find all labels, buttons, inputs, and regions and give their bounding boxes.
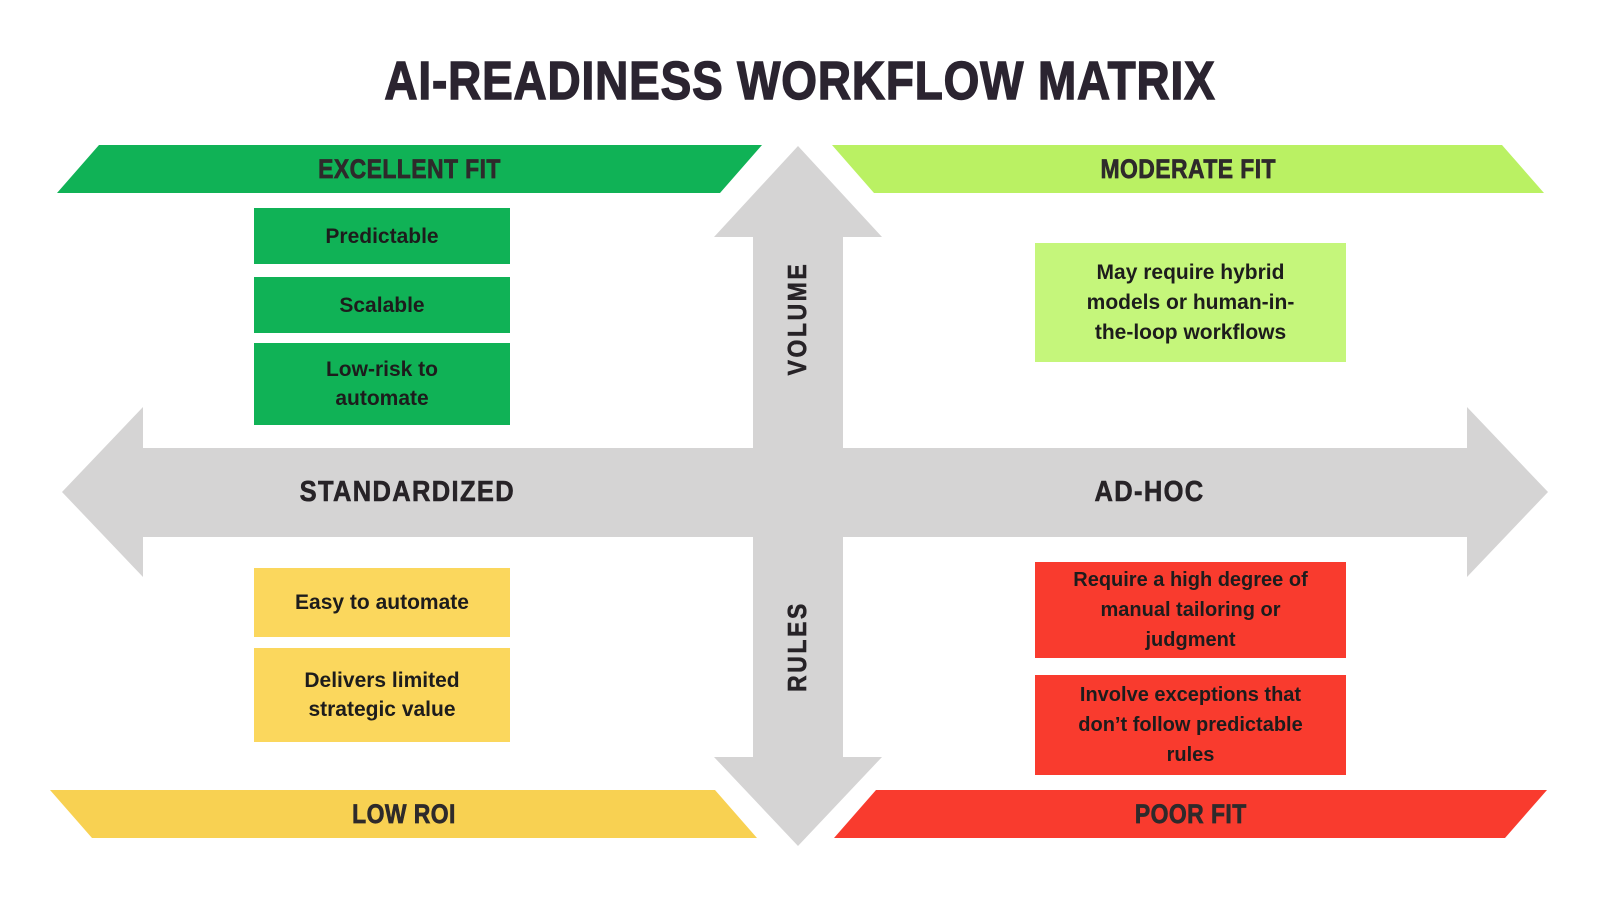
item-box-scalable-text: Scalable xyxy=(339,293,425,317)
item-box-limited-value-text: Delivers limited strategic value xyxy=(304,669,460,721)
item-box-low-risk-text: Low-risk to automate xyxy=(325,358,438,410)
axis-label-rules-text: RULES xyxy=(782,600,813,692)
axis-label-volume: VOLUME xyxy=(718,238,878,398)
item-box-predictable-text: Predictable xyxy=(325,224,439,248)
vertical-axis-arrow-icon xyxy=(714,146,882,846)
banner-excellent-fit: EXCELLENT FIT xyxy=(57,145,762,193)
item-box-scalable: Scalable xyxy=(254,277,510,333)
item-box-manual-tailoring: Require a high degree of manual tailorin… xyxy=(1035,562,1346,658)
item-box-easy-to-automate-text: Easy to automate xyxy=(295,591,469,614)
axis-label-rules: RULES xyxy=(718,566,878,726)
page-title-text: AI-READINESS WORKFLOW MATRIX xyxy=(384,50,1216,111)
item-box-exceptions: Involve exceptions that don’t follow pre… xyxy=(1035,675,1346,775)
banner-moderate-fit: MODERATE FIT xyxy=(832,145,1544,193)
axis-label-standardized: STANDARDIZED xyxy=(157,462,657,522)
axis-label-volume-text: VOLUME xyxy=(782,261,813,375)
item-box-hybrid-models: May require hybrid models or human-in-th… xyxy=(1035,243,1346,362)
banner-moderate-fit-label: MODERATE FIT xyxy=(1100,153,1276,184)
banner-low-roi: LOW ROI xyxy=(50,790,757,838)
banner-poor-fit-label: POOR FIT xyxy=(1134,798,1247,829)
item-box-easy-to-automate: Easy to automate xyxy=(254,568,510,637)
item-box-predictable: Predictable xyxy=(254,208,510,264)
banner-poor-fit: POOR FIT xyxy=(834,790,1547,838)
page-title: AI-READINESS WORKFLOW MATRIX xyxy=(0,50,1600,112)
banner-low-roi-label: LOW ROI xyxy=(351,798,456,829)
item-box-hybrid-models-text: May require hybrid models or human-in-th… xyxy=(1086,260,1295,344)
axis-label-adhoc-text: AD-HOC xyxy=(1094,475,1204,508)
item-box-manual-tailoring-text: Require a high degree of manual tailorin… xyxy=(1073,569,1308,651)
item-box-low-risk: Low-risk to automate xyxy=(254,343,510,425)
item-box-limited-value: Delivers limited strategic value xyxy=(254,648,510,742)
axis-label-standardized-text: STANDARDIZED xyxy=(299,475,515,508)
item-box-exceptions-text: Involve exceptions that don’t follow pre… xyxy=(1078,684,1303,766)
axis-label-adhoc: AD-HOC xyxy=(899,462,1399,522)
banner-excellent-fit-label: EXCELLENT FIT xyxy=(318,153,501,184)
